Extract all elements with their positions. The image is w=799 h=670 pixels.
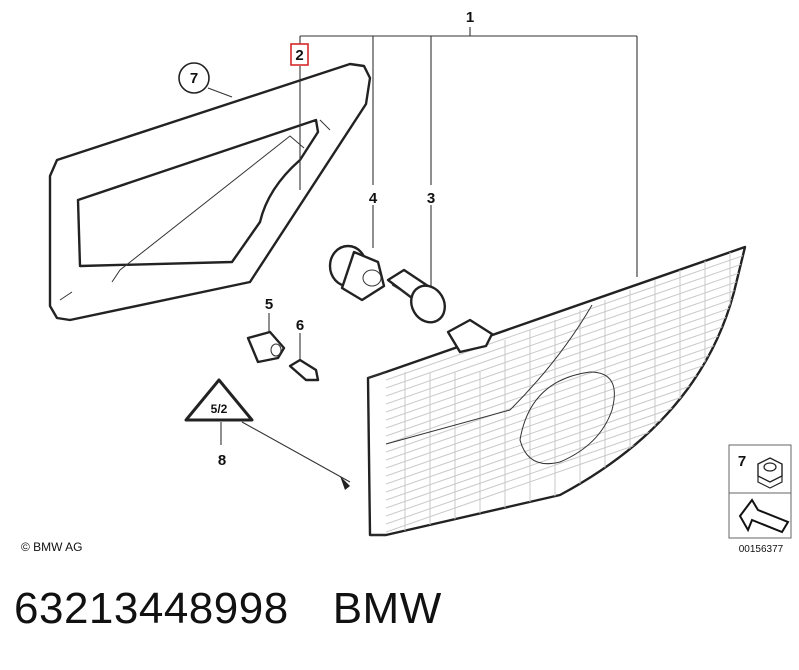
nut-icon	[757, 457, 783, 489]
brand-name: BMW	[332, 584, 442, 633]
callout-1: 1	[466, 9, 474, 26]
callout-3: 3	[427, 190, 435, 207]
legend-code: 00156377	[739, 544, 784, 555]
lamp-lens-texture	[386, 250, 745, 535]
legend-box: 7	[728, 444, 792, 539]
gasket-part	[48, 62, 372, 322]
warning-triangle-text: 5/2	[211, 402, 228, 416]
small-socket-part	[246, 313, 286, 364]
callout-4: 4	[369, 190, 378, 207]
callout-7-circle: 7	[178, 62, 210, 94]
bulb-part	[386, 205, 447, 324]
lamp-housing-part	[366, 245, 747, 537]
callout-1-leaders	[299, 27, 638, 277]
callout-5: 5	[265, 296, 273, 313]
copyright-text: © BMW AG	[21, 540, 83, 554]
callout-2-box: 2	[290, 43, 309, 66]
callout-8: 8	[218, 452, 226, 469]
callout-6: 6	[296, 317, 304, 334]
callout-7: 7	[190, 70, 198, 87]
legend-callout-7: 7	[738, 453, 746, 470]
callout-2: 2	[295, 47, 303, 64]
part-caption: 63213448998 BMW	[14, 584, 442, 634]
warning-triangle: 5/2	[184, 378, 351, 490]
part-number: 63213448998	[14, 584, 289, 633]
arrow-icon	[738, 498, 790, 534]
wedge-bulb-part	[288, 333, 320, 382]
bulb-socket-part	[328, 205, 386, 302]
